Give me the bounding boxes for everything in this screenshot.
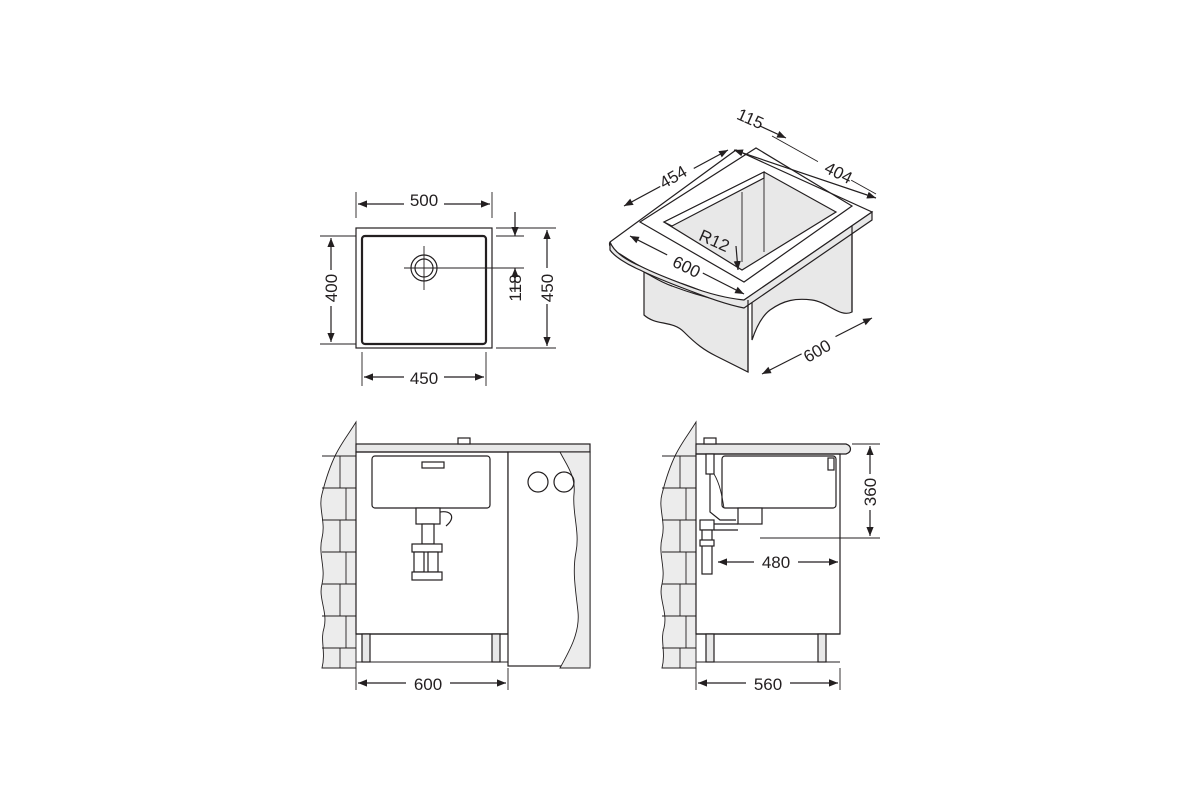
side-sink-bowl	[721, 455, 837, 509]
dim-height-inner: 400	[322, 274, 341, 302]
side-worktop	[695, 443, 852, 455]
cabinet-side-panel	[751, 226, 853, 341]
dim-front-cabinet: 600	[414, 675, 442, 694]
wall-left	[320, 420, 357, 669]
dim-width-inner: 450	[410, 369, 438, 388]
sink-rim-outline	[355, 227, 493, 349]
dim-side-cabinet: 560	[754, 675, 782, 694]
waste-trap	[411, 507, 453, 581]
side-view: 360 480 560	[660, 420, 880, 694]
dim-drain-offset: 118	[506, 274, 525, 301]
side-waste-pipe	[699, 453, 763, 575]
dim-depth: 115	[734, 105, 766, 133]
isometric-view: 115 454 404 R12 600 600	[608, 105, 877, 375]
dim-bowl-length: 404	[821, 158, 855, 188]
drain-symbol	[404, 246, 444, 290]
top-view: 500 450 400 118 450	[320, 191, 558, 388]
dim-side-height: 360	[861, 478, 880, 506]
dim-height-outer: 450	[538, 274, 557, 302]
dim-side-drain: 480	[762, 553, 790, 572]
sink-bowl-outline	[360, 234, 488, 346]
wall-side	[660, 420, 697, 669]
front-sink-bowl	[371, 455, 491, 509]
front-view: 600	[320, 420, 591, 694]
dim-width-outer: 500	[410, 191, 438, 210]
worktop	[355, 443, 591, 453]
